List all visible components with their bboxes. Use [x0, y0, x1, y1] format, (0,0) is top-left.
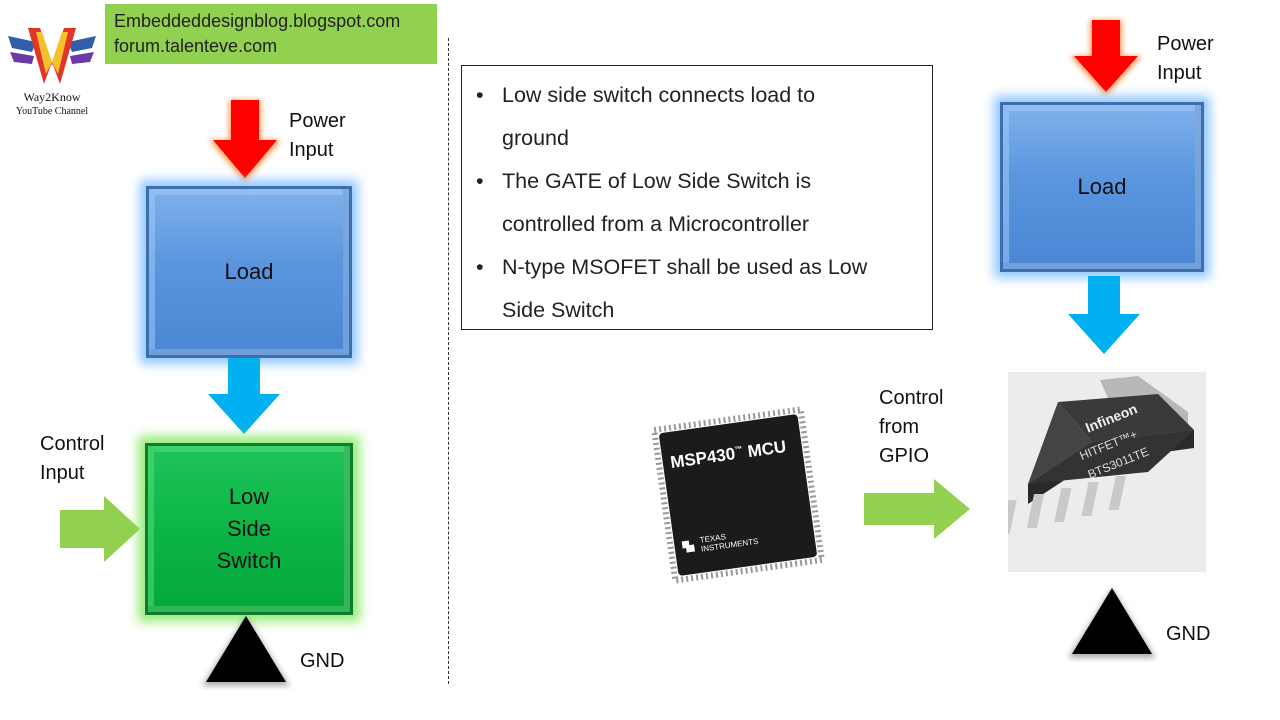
- load-block-left: Load: [146, 186, 352, 358]
- website-banner: Embeddeddesignblog.blogspot.com forum.ta…: [105, 4, 437, 64]
- mosfet-package-icon: [999, 376, 1194, 534]
- mcu-chip-icon: [650, 406, 826, 584]
- channel-logo: Way2Know YouTube Channel: [6, 22, 98, 122]
- forum-url: forum.talenteve.com: [114, 36, 278, 56]
- control-arrow-right: [864, 479, 970, 539]
- load-label: Load: [224, 259, 274, 284]
- bullet-item: • The GATE of Low Side Switch is control…: [474, 160, 922, 246]
- logo-name: Way2Know: [23, 90, 81, 104]
- control-input-label: Control Input: [40, 433, 105, 484]
- logo-subtitle: YouTube Channel: [15, 106, 89, 117]
- hitfet-mosfet-image: Infineon HITFET™+ BTS3011TE: [999, 372, 1206, 572]
- gnd-triangle-right: [1068, 588, 1156, 658]
- description-box: • Low side switch connects load to groun…: [461, 65, 933, 330]
- bullet-icon: •: [476, 169, 484, 193]
- msp430-mcu-chip: MSP430™ MCU TEXAS INSTRUMENTS: [650, 405, 826, 585]
- bullet-icon: •: [476, 255, 484, 279]
- gnd-label-left: GND: [300, 650, 345, 672]
- switch-label-line1: Low: [228, 484, 270, 509]
- ti-state-icon: [682, 540, 696, 554]
- load-label: Load: [1077, 174, 1127, 199]
- flow-arrow-right: [1068, 276, 1140, 354]
- bullet-item: • Low side switch connects load to groun…: [474, 74, 922, 160]
- section-divider: [448, 38, 449, 684]
- control-arrow-left: [60, 496, 140, 562]
- switch-label-line2: Side: [226, 516, 272, 541]
- flow-arrow-left: [208, 358, 280, 434]
- bullet-icon: •: [476, 83, 484, 107]
- gnd-triangle-left: [202, 616, 290, 686]
- way2know-logo-icon: [8, 28, 96, 84]
- power-input-label-right: Power Input: [1157, 33, 1214, 84]
- blog-url: Embeddeddesignblog.blogspot.com: [114, 11, 401, 31]
- bullet-item: • N-type MSOFET shall be used as Low Sid…: [474, 246, 922, 332]
- control-from-gpio-label: Control from GPIO: [879, 387, 944, 467]
- gnd-label-right: GND: [1166, 623, 1211, 645]
- low-side-switch-block: Low Side Switch: [145, 443, 353, 615]
- power-arrow-left: [209, 100, 281, 182]
- load-block-right: Load: [1000, 102, 1204, 272]
- power-input-label-left: Power Input: [289, 110, 346, 161]
- power-arrow-right: [1070, 20, 1142, 96]
- switch-label-line3: Switch: [216, 548, 282, 573]
